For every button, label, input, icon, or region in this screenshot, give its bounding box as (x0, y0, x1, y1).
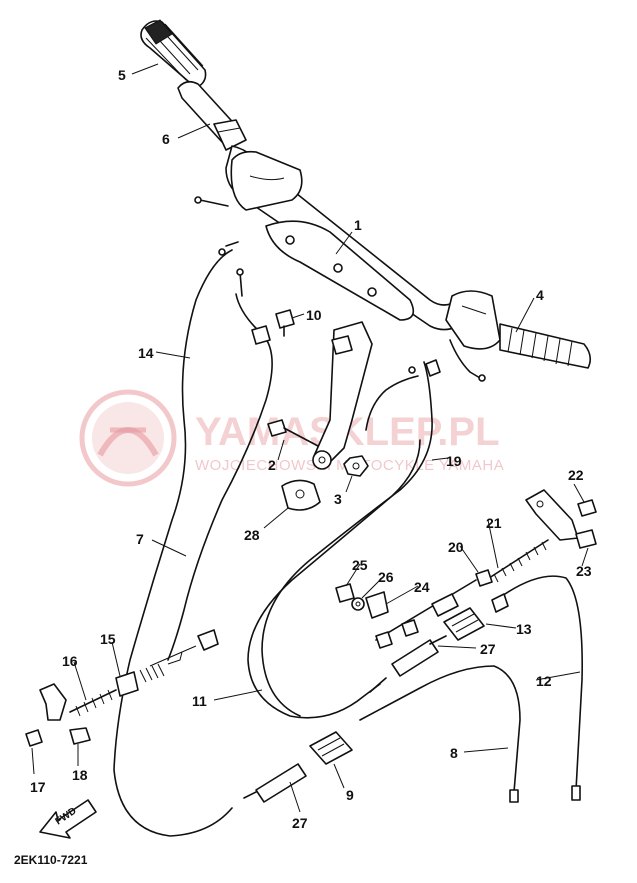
callout-22: 22 (568, 467, 584, 483)
callout-20: 20 (448, 539, 464, 555)
callout-24: 24 (414, 579, 430, 595)
cable-junction-13 (443, 607, 485, 641)
right-switch-housing (445, 290, 501, 382)
callout-12: 12 (536, 673, 552, 689)
callout-25: 25 (352, 557, 368, 573)
callout-11: 11 (192, 693, 207, 709)
bolt-10 (275, 309, 295, 337)
throttle-housing (177, 80, 247, 151)
cable-8 (359, 665, 521, 803)
callout-6: 6 (162, 131, 170, 147)
lever-arm-right (525, 489, 579, 541)
callout-9: 9 (346, 787, 354, 803)
cable-7 (167, 268, 273, 661)
bolt-22 (577, 499, 597, 517)
cable-11 (247, 439, 421, 719)
callout-26: 26 (378, 569, 394, 585)
callout-labels: 1 2 3 4 5 6 7 8 9 10 11 12 13 14 15 16 1… (30, 67, 592, 831)
callout-16: 16 (62, 653, 78, 669)
nut-20 (475, 569, 493, 587)
callout-5: 5 (118, 67, 126, 83)
callout-8: 8 (450, 745, 458, 761)
callout-14: 14 (138, 345, 154, 361)
callout-28: 28 (244, 527, 260, 543)
callout-10: 10 (306, 307, 322, 323)
handlebar-holder (265, 220, 415, 321)
bracket-24 (365, 591, 389, 619)
callout-23: 23 (576, 563, 592, 579)
callout-27-lower: 27 (292, 815, 308, 831)
cable-adjuster-15-16 (69, 629, 219, 717)
spring-21 (485, 539, 549, 583)
cable-boot-27-lower (243, 763, 307, 803)
callout-18: 18 (72, 767, 88, 783)
nut-3 (343, 455, 369, 477)
cable-19 (261, 359, 441, 717)
cable-junction-9 (309, 731, 353, 765)
drawing-code: 2EK110-7221 (14, 853, 88, 867)
cable-12 (491, 575, 583, 801)
tuning-fork-emblem-icon (79, 389, 177, 487)
left-grip (140, 19, 207, 89)
cable-boot-27-upper (391, 635, 447, 677)
callout-19: 19 (446, 453, 462, 469)
callout-13: 13 (516, 621, 532, 637)
bolt-2 (267, 419, 319, 447)
pin-18 (69, 727, 91, 745)
watermark: YAMASKLEP.PL WOJCIECHOWSKI MOTOCYKLE YAM… (79, 389, 504, 487)
callout-21: 21 (486, 515, 502, 531)
callout-3: 3 (334, 491, 342, 507)
clamp-block-28 (281, 479, 321, 511)
callout-7: 7 (136, 531, 144, 547)
lever-bracket-left (39, 683, 67, 721)
callout-4: 4 (536, 287, 544, 303)
callout-1: 1 (354, 217, 362, 233)
callout-27-upper: 27 (480, 641, 496, 657)
cable-14 (113, 241, 239, 837)
bushing-17 (25, 729, 43, 747)
collar-23 (575, 529, 597, 549)
callout-2: 2 (268, 457, 276, 473)
cable-end-assembly (375, 579, 477, 649)
bolt-25 (335, 583, 355, 603)
callout-15: 15 (100, 631, 116, 647)
washer-26 (351, 597, 365, 611)
forward-arrow-icon: FWD (39, 799, 97, 839)
leader-lines (31, 63, 589, 813)
right-grip (499, 323, 592, 369)
steering-lever-arm (312, 321, 373, 470)
callout-17: 17 (30, 779, 46, 795)
